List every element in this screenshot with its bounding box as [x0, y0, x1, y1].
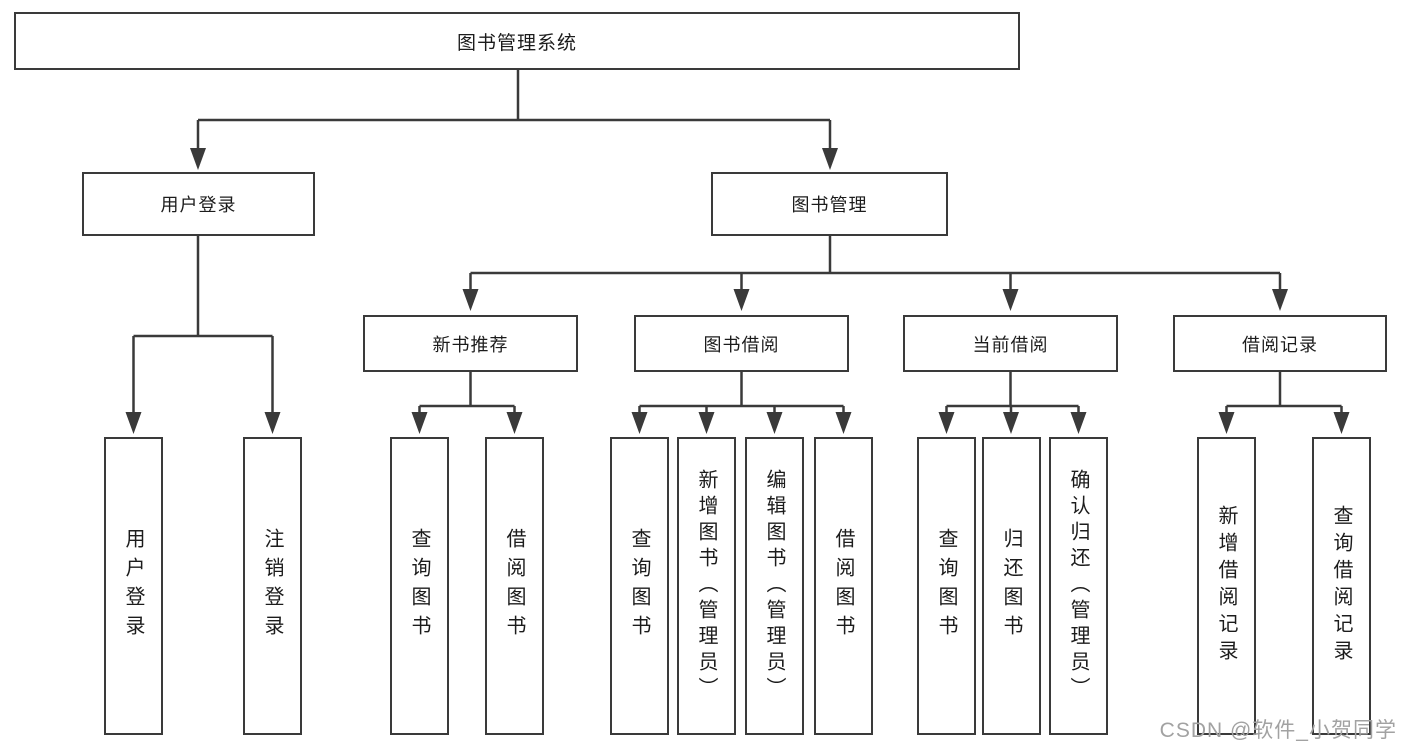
- leaf-query-books-3-label: 查询图书: [935, 528, 957, 644]
- node-book-management: 图书管理: [711, 172, 948, 236]
- node-borrow-records-label: 借阅记录: [1242, 334, 1318, 355]
- leaf-query-books-2: 查询图书: [610, 437, 669, 735]
- node-root-label: 图书管理系统: [456, 32, 577, 54]
- arrowhead: [1070, 412, 1087, 434]
- edge-bookborrow-to-leaves: [638, 372, 845, 414]
- leaf-query-borrow-record-label: 查询借阅记录: [1330, 505, 1352, 667]
- leaf-user-login-label: 用户登录: [122, 528, 144, 644]
- node-borrow-records: 借阅记录: [1173, 315, 1387, 372]
- arrowhead: [411, 412, 428, 434]
- node-current-borrow: 当前借阅: [903, 315, 1118, 372]
- leaf-add-borrow-record-label: 新增借阅记录: [1215, 505, 1237, 667]
- edge-userlogin-to-leaves: [132, 236, 274, 414]
- edge-newbook-to-leaves: [418, 372, 516, 414]
- leaf-add-book-admin: 新增图书（管理员）: [677, 437, 736, 735]
- arrowhead: [264, 412, 281, 434]
- arrowhead: [190, 148, 206, 170]
- node-new-book-recommend: 新书推荐: [363, 315, 578, 372]
- leaf-query-books-2-label: 查询图书: [628, 528, 650, 644]
- node-user-login: 用户登录: [82, 172, 315, 236]
- arrowhead: [1002, 289, 1019, 311]
- leaf-add-book-admin-label: 新增图书（管理员）: [695, 469, 717, 703]
- leaf-logout: 注销登录: [243, 437, 302, 735]
- arrowhead: [766, 412, 783, 434]
- leaf-edit-book-admin-label: 编辑图书（管理员）: [763, 469, 785, 703]
- leaf-query-books-1: 查询图书: [390, 437, 449, 735]
- leaf-query-books-3: 查询图书: [917, 437, 976, 735]
- arrowhead: [822, 148, 838, 170]
- leaf-confirm-return-admin: 确认归还（管理员）: [1049, 437, 1108, 735]
- leaf-confirm-return-admin-label: 确认归还（管理员）: [1067, 469, 1089, 703]
- leaf-borrow-books-1-label: 借阅图书: [503, 528, 525, 644]
- arrowhead: [1218, 412, 1235, 434]
- arrowhead: [835, 412, 852, 434]
- leaf-user-login: 用户登录: [104, 437, 163, 735]
- edge-borrowrecords-to-leaves: [1225, 372, 1343, 414]
- leaf-borrow-books-1: 借阅图书: [485, 437, 544, 735]
- arrowhead: [938, 412, 955, 434]
- arrowhead: [506, 412, 523, 434]
- node-book-borrow-label: 图书借阅: [703, 334, 780, 355]
- leaf-borrow-books-2: 借阅图书: [814, 437, 873, 735]
- arrowhead: [631, 412, 648, 434]
- arrowhead: [1333, 412, 1350, 434]
- arrowhead: [733, 289, 750, 311]
- watermark: CSDN @软件_小贺同学: [1159, 719, 1397, 742]
- arrowhead: [1272, 289, 1288, 311]
- edge-currentborrow-to-leaves: [945, 372, 1080, 414]
- leaf-return-book: 归还图书: [982, 437, 1041, 735]
- node-current-borrow-label: 当前借阅: [972, 334, 1049, 355]
- arrowhead: [1003, 412, 1019, 434]
- node-book-management-label: 图书管理: [791, 195, 868, 215]
- arrowhead: [698, 412, 715, 434]
- leaf-logout-label: 注销登录: [261, 528, 283, 644]
- leaf-borrow-books-2-label: 借阅图书: [832, 528, 854, 644]
- arrowhead: [125, 412, 142, 434]
- leaf-edit-book-admin: 编辑图书（管理员）: [745, 437, 804, 735]
- edge-root-to-level2: [196, 70, 832, 150]
- leaf-add-borrow-record: 新增借阅记录: [1197, 437, 1256, 735]
- edge-bookmgmt-to-level3: [469, 236, 1282, 291]
- node-user-login-label: 用户登录: [160, 195, 237, 215]
- leaf-query-borrow-record: 查询借阅记录: [1312, 437, 1371, 735]
- leaf-return-book-label: 归还图书: [1000, 528, 1022, 644]
- arrowhead: [462, 289, 479, 311]
- leaf-query-books-1-label: 查询图书: [408, 528, 430, 644]
- node-root: 图书管理系统: [14, 12, 1020, 70]
- node-book-borrow: 图书借阅: [634, 315, 849, 372]
- node-new-book-recommend-label: 新书推荐: [432, 334, 509, 355]
